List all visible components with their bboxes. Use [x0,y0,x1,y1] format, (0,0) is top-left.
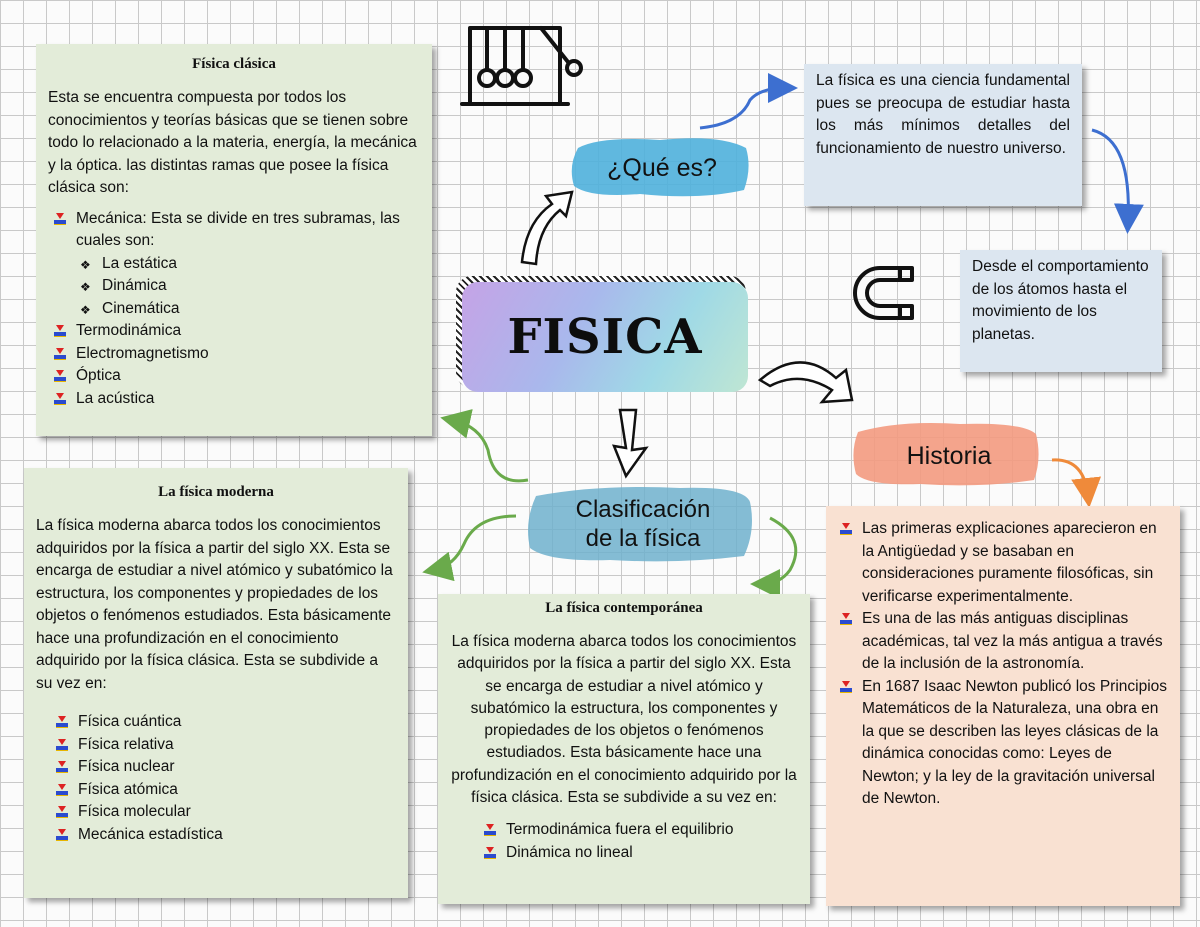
fisica-clasica-ramas: Mecánica: Esta se divide en tres subrama… [48,208,420,411]
bullet-icon [56,761,68,773]
fisica-clasica-title: Física clásica [192,56,276,72]
diamond-bullet-icon: ❖ [80,302,91,317]
bullet-icon [484,824,496,837]
subramas-list: ❖La estática ❖Dinámica ❖Cinemática [76,253,420,321]
fisica-title: FISICA [462,282,748,392]
clasificacion-label: Clasificación de la física [530,488,756,560]
list-item: ❖Cinemática [76,298,420,321]
bullet-icon [54,392,66,405]
definicion-text: La física es una ciencia fundamental pue… [816,72,1070,157]
fisica-clasica-intro: Esta se encuentra compuesta por todos lo… [48,89,417,196]
fisica-contemporanea-text: La física moderna abarca todos los conoc… [451,633,797,807]
definicion-box: La física es una ciencia fundamental pue… [804,64,1082,206]
list-item: Las primeras explicaciones aparecieron e… [834,518,1168,608]
fisica-contemporanea-list: Termodinámica fuera el equilibrio Dinámi… [448,819,800,864]
arrow-down [612,408,649,479]
bullet-icon [56,716,68,728]
bullet-icon [56,828,68,841]
list-item: ❖La estática [76,253,420,276]
arrow-up [520,190,574,266]
list-item: Óptica [48,365,420,388]
bullet-icon [840,680,852,693]
bullet-icon [54,370,66,382]
historia-blob [853,423,1039,486]
bullet-icon [56,806,68,818]
list-item: ❖Dinámica [76,275,420,298]
bullet-icon [56,783,68,796]
list-item: Física nuclear [50,756,396,779]
newtons-cradle-icon [460,26,583,106]
list-item: Dinámica no lineal [478,842,800,865]
historia-list: Las primeras explicaciones aparecieron e… [834,518,1168,811]
bullet-icon [54,347,66,360]
list-item: Termodinámica [48,320,420,343]
list-item: Física atómica [50,779,396,802]
fisica-moderna-box: La física moderna La física moderna abar… [24,468,408,898]
list-item: En 1687 Isaac Newton publicó los Princip… [834,676,1168,811]
fisica-moderna-title: La física moderna [158,484,274,500]
que-es-blob [571,138,749,197]
fisica-clasica-box: Física clásica Esta se encuentra compues… [36,44,432,436]
list-item: Física molecular [50,801,396,824]
fisica-moderna-text: La física moderna abarca todos los conoc… [36,517,393,692]
clasificacion-line2: de la física [585,525,701,552]
list-item: Mecánica estadística [50,824,396,847]
list-item: Física cuántica [50,711,396,734]
bullet-icon [484,846,496,859]
bullet-icon [840,613,852,625]
historia-label: Historia [906,441,992,470]
fisica-contemporanea-box: La física contemporánea La física modern… [438,594,810,904]
fisica-contemporanea-title: La física contemporánea [545,600,703,616]
magnet-icon [853,266,914,320]
diamond-bullet-icon: ❖ [80,257,91,272]
list-item: Mecánica: Esta se divide en tres subrama… [48,208,420,321]
list-item: La acústica [48,388,420,411]
list-item: Física relativa [50,734,396,757]
que-es-label: ¿Qué es? [607,153,717,182]
list-item: Termodinámica fuera el equilibrio [478,819,800,842]
arrow-right [757,361,854,404]
historia-box: Las primeras explicaciones aparecieron e… [826,506,1180,906]
diamond-bullet-icon: ❖ [80,280,91,294]
bullet-icon [54,325,66,337]
bullet-icon [56,738,68,751]
clasificacion-line1: Clasificación [575,496,711,523]
list-item: Electromagnetismo [48,343,420,366]
list-item: Es una de las más antiguas disciplinas a… [834,608,1168,676]
bullet-icon [54,212,66,225]
bullet-icon [840,523,852,535]
alcance-text: Desde el comportamiento de los átomos ha… [972,258,1149,343]
alcance-box: Desde el comportamiento de los átomos ha… [960,250,1162,372]
fisica-moderna-list: Física cuántica Física relativa Física n… [36,711,396,846]
clasificacion-blob [528,487,752,562]
